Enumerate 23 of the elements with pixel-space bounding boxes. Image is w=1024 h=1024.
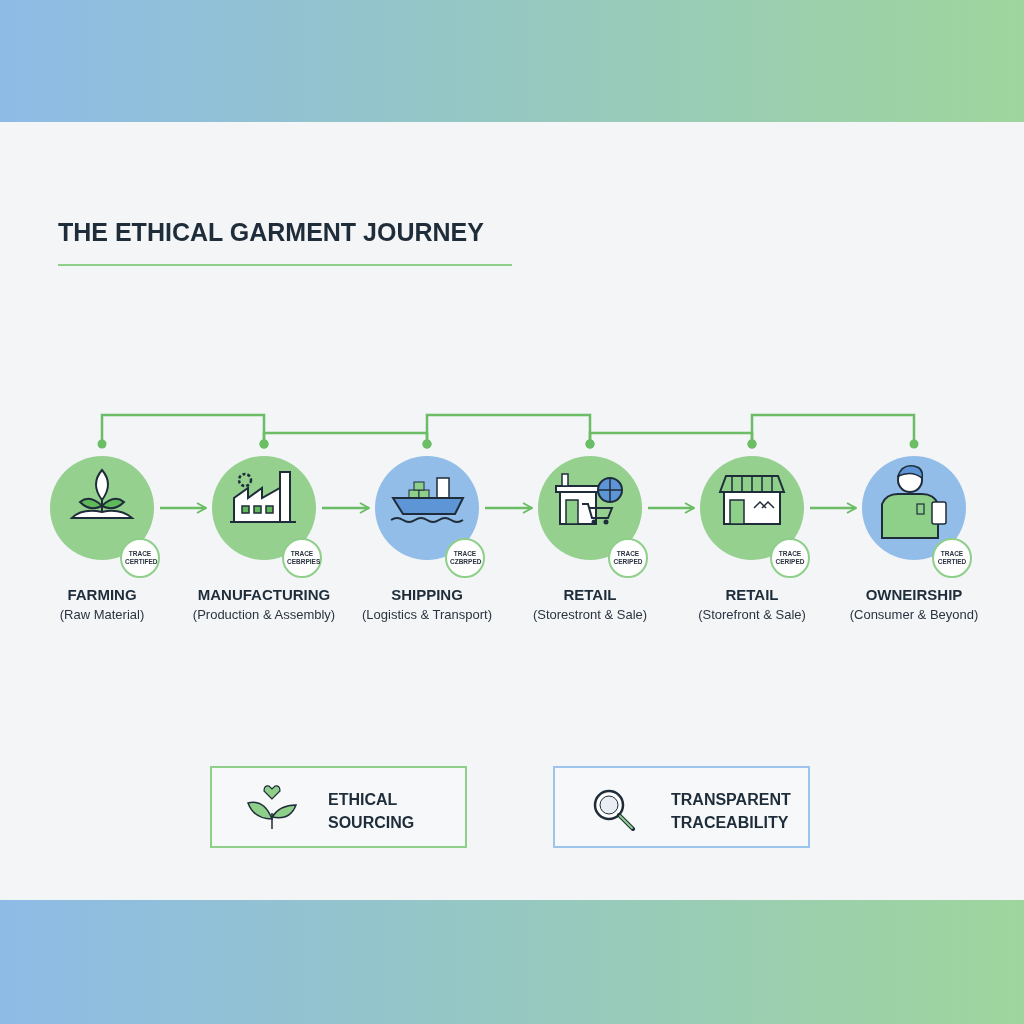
stage-subtitle: (Logistics & Transport) — [360, 607, 493, 622]
stage-subtitle: (Production & Assembly) — [191, 607, 337, 622]
arrow — [160, 502, 207, 514]
feature-card — [210, 766, 467, 848]
feature-card — [553, 766, 810, 848]
title: THE ETHICAL GARMENT JOURNEY — [58, 218, 484, 247]
feature-label: ETHICAL SOURCING — [328, 790, 416, 833]
stage-subtitle: (Raw Material) — [58, 607, 146, 622]
arrow — [322, 502, 370, 514]
stage-title: RETAIL — [724, 586, 780, 603]
arrow — [810, 502, 857, 514]
stage-subtitle: (Storefront & Sale) — [697, 607, 807, 622]
stage-title: FARMING — [66, 586, 138, 603]
arrow — [485, 502, 533, 514]
bracket-connector — [747, 413, 919, 449]
arrow — [648, 502, 695, 514]
stage-title: SHIPPING — [390, 586, 464, 603]
stage-subtitle: (Consumer & Beyond) — [848, 607, 980, 622]
stage-title: RETAIL — [562, 586, 618, 603]
stage-title: MANUFACTURING — [196, 586, 332, 603]
stage-title: OWNEIRSHIP — [864, 586, 964, 603]
stage-subtitle: (Storestront & Sale) — [531, 607, 649, 622]
feature-label: TRANSPARENT TRACEABILITY — [671, 790, 792, 833]
